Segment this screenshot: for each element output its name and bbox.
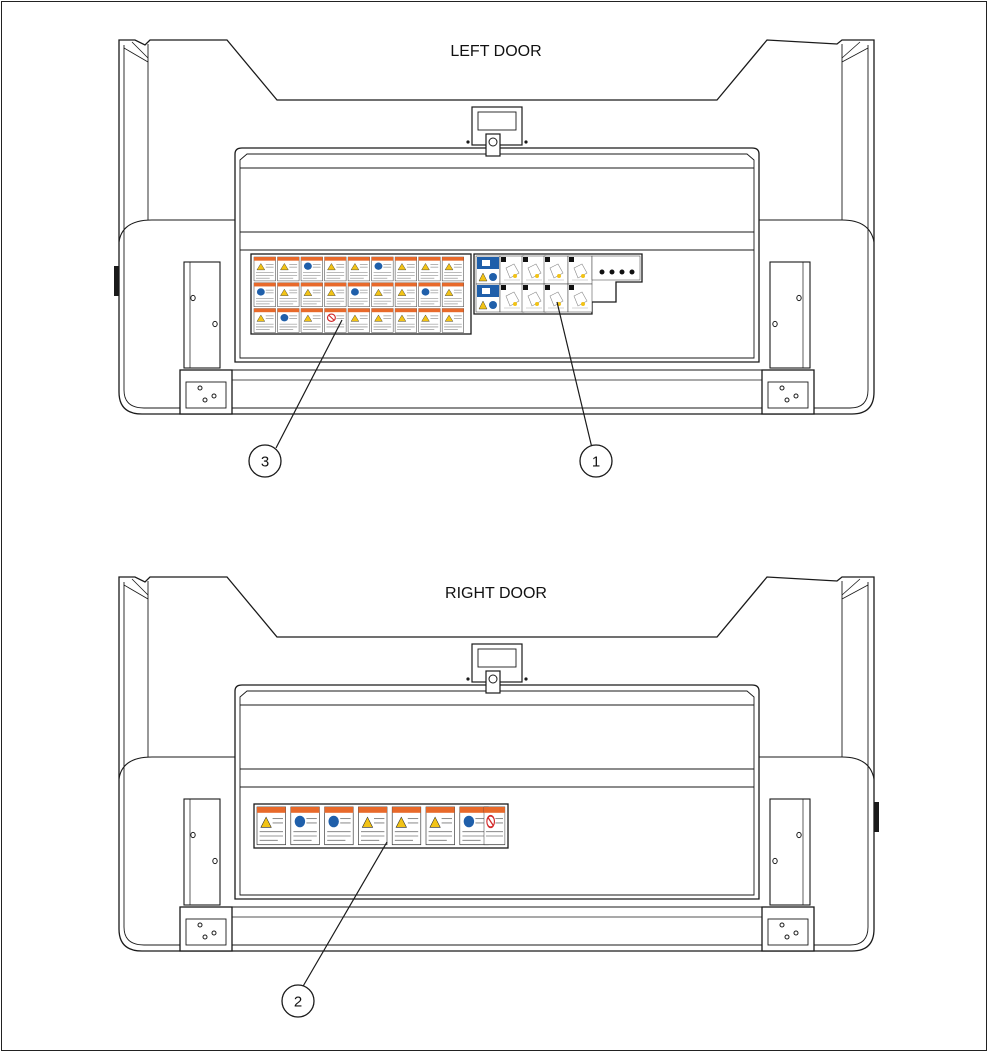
leader-line-3	[275, 319, 343, 449]
leader-line-1	[556, 301, 593, 449]
safety-label-sheet-left	[250, 253, 472, 335]
safety-label-strip-right	[253, 803, 509, 849]
leader-line-2	[301, 841, 388, 989]
svg-text:3: 3	[261, 454, 269, 471]
callout-3: 3	[248, 444, 282, 478]
left-door-title: LEFT DOOR	[450, 43, 541, 60]
callout-2: 2	[281, 984, 315, 1018]
instruction-label-left	[473, 253, 643, 315]
callout-1: 1	[579, 444, 613, 478]
left-door-view: LEFT DOOR	[114, 39, 875, 478]
right-door-view: RIGHT DOOR 2	[118, 576, 879, 1018]
svg-text:1: 1	[592, 454, 600, 471]
right-door-title: RIGHT DOOR	[445, 585, 547, 602]
svg-text:2: 2	[294, 994, 302, 1011]
